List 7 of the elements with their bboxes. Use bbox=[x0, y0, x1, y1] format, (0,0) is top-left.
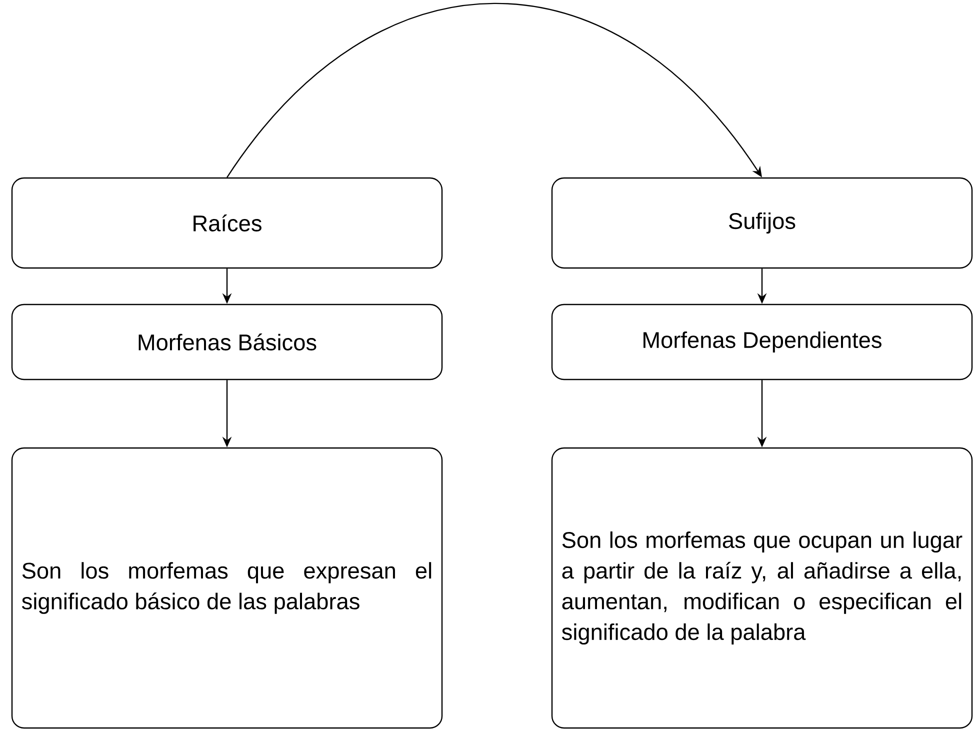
concept-box: Morfenas Básicos bbox=[11, 304, 443, 380]
definition-box: Son los morfemas que ocupan un lugar a partir de la raíz y, al añadirse a ella, aumentan, modifican o especifican el significado de la palabra bbox=[551, 447, 973, 729]
concept-box: Sufijos bbox=[551, 177, 973, 269]
definition-box: Son los morfemas que expresan el significado básico de las palabras bbox=[11, 447, 443, 729]
curved-arrow bbox=[226, 2, 762, 178]
concept-box: Raíces bbox=[11, 177, 443, 269]
concept-box: Morfenas Dependientes bbox=[551, 304, 973, 380]
